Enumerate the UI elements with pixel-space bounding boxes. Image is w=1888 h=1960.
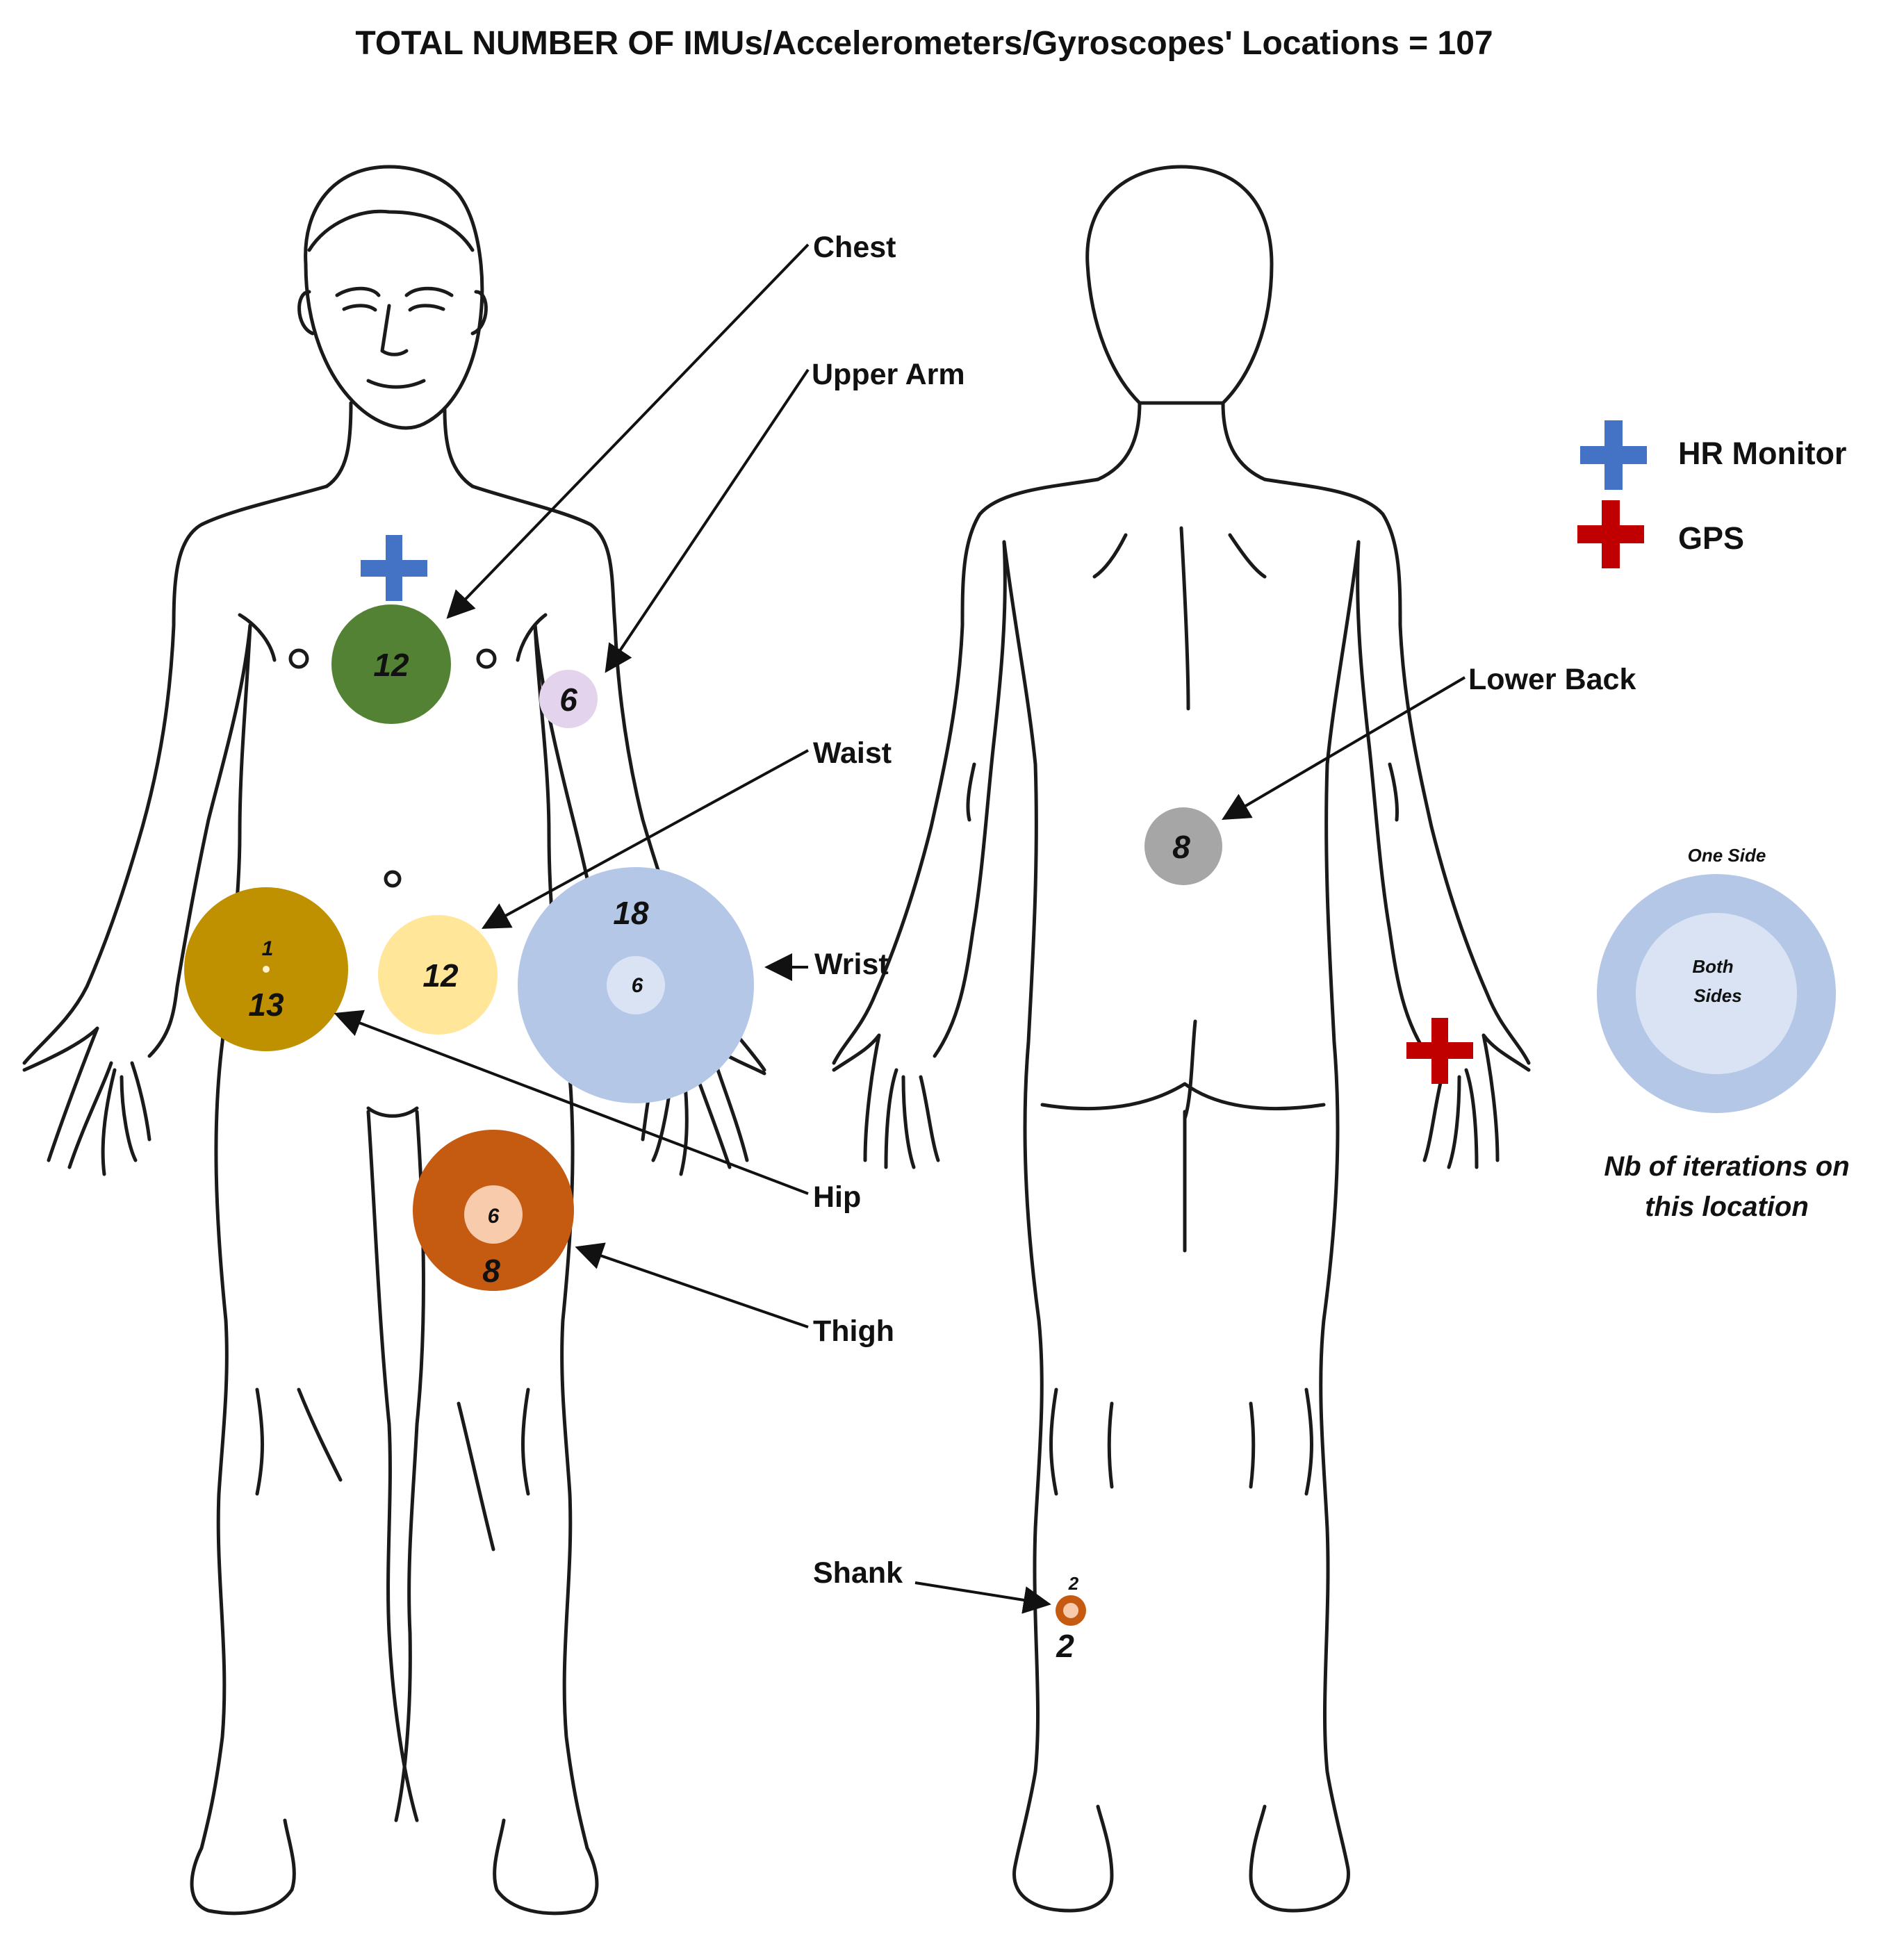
upper-arm-marker [539,670,598,728]
wrist-count: 18 [613,895,649,931]
hip-arrow [334,1010,809,1195]
hr-monitor-legend-label: HR Monitor [1678,436,1846,471]
lower-back-label: Lower Back [1468,663,1636,696]
waist-marker [378,915,498,1035]
wrist-both-count: 6 [632,974,643,997]
chest-marker [331,604,451,724]
thigh-count: 8 [482,1253,500,1289]
chest-arrow [446,243,810,619]
wrist-inner-marker [607,956,665,1014]
gps-legend-cross [1577,500,1644,568]
key-caption-line2: this location [1645,1192,1809,1222]
hr-monitor-cross-chest [361,535,427,601]
key-both-label-line1: Both [1692,956,1733,977]
hip-both-count: 1 [262,937,274,960]
key-caption-line1: Nb of iterations on [1604,1151,1849,1182]
gps-legend-label: GPS [1678,520,1744,556]
upper-arm-arrow [605,368,810,673]
thigh-arrow [575,1242,809,1328]
gps-cross-wrist [1406,1018,1473,1084]
key-one-side-label: One Side [1688,845,1766,866]
key-both-label-line2: Sides [1693,985,1741,1006]
chest-label: Chest [813,231,896,264]
upper-arm-count: 6 [559,682,577,718]
hip-label: Hip [813,1180,861,1214]
chest-count: 12 [373,647,409,683]
lower-back-arrow [1222,676,1466,821]
key-inner-circle [1636,913,1797,1074]
waist-arrow [481,749,809,929]
lower-back-marker [1144,807,1222,885]
legend-iteration-key: One Side Both Sides Nb of iterations on … [1597,845,1850,1222]
hip-count: 13 [248,987,284,1023]
legend-hr-monitor: HR Monitor [1580,420,1846,490]
thigh-both-count: 6 [488,1205,500,1228]
thigh-inner-marker [464,1185,523,1244]
shank-count: 2 [1056,1628,1074,1664]
back-body-outline [832,165,1531,1913]
upper-arm-label: Upper Arm [812,358,965,391]
thigh-label: Thigh [813,1315,894,1348]
waist-count: 12 [422,957,459,994]
lower-back-count: 8 [1172,829,1190,865]
wrist-label: Wrist [814,948,889,981]
shank-both-count: 2 [1068,1573,1079,1594]
hip-inner-marker [263,966,270,973]
figure-title: TOTAL NUMBER OF IMUs/Accelerometers/Gyro… [355,25,1493,62]
legend-gps: GPS [1577,500,1744,568]
waist-label: Waist [813,736,892,770]
shank-inner-marker [1063,1603,1078,1618]
hr-monitor-legend-cross [1580,420,1647,490]
shank-label: Shank [813,1556,903,1590]
shank-arrow [914,1581,1051,1614]
